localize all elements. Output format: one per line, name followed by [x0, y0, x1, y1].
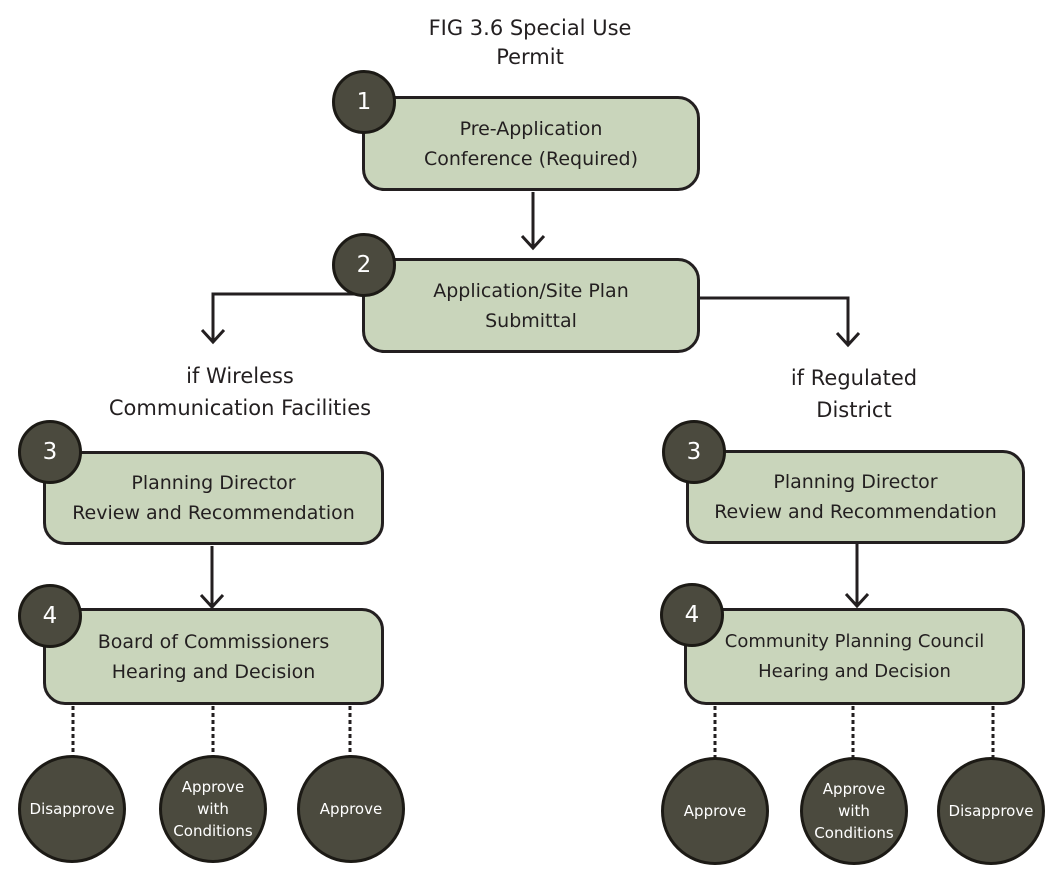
- left-outcome-approve-text: Approve: [319, 800, 383, 818]
- right-outcome-approve-with-conditions: Approve with Conditions: [800, 757, 908, 865]
- left-step-number-4: 4: [18, 584, 82, 648]
- branch-label-wireless: if Wireless Communication Facilities: [108, 364, 372, 420]
- right-outcome-approve-with-conditions-text: Approve with Conditions: [814, 780, 894, 842]
- arrowhead-1-to-2: [520, 234, 546, 251]
- arrow-2-to-left-branch: [211, 292, 362, 340]
- arrowhead-left-3-to-4: [199, 593, 225, 610]
- left-step-number-3: 3: [18, 420, 82, 484]
- right-outcome-disapprove: Disapprove: [937, 757, 1045, 865]
- community-planning-council-hearing-text: Community Planning Council Hearing and D…: [724, 630, 985, 682]
- board-of-commissioners-hearing-box: Board of Commissioners Hearing and Decis…: [43, 608, 384, 705]
- right-outcome-approve: Approve: [661, 757, 769, 865]
- left-planning-director-review-box: Planning Director Review and Recommendat…: [43, 451, 384, 545]
- left-outcome-approve: Approve: [297, 755, 405, 863]
- right-step-number-4: 4: [660, 583, 724, 647]
- arrowhead-2-to-right-branch: [835, 331, 861, 348]
- pre-application-conference-text: Pre-Application Conference (Required): [423, 117, 638, 170]
- step-number-1: 1: [332, 70, 396, 134]
- board-of-commissioners-hearing-text: Board of Commissioners Hearing and Decis…: [97, 630, 330, 683]
- left-outcome-approve-with-conditions-text: Approve with Conditions: [173, 778, 253, 840]
- pre-application-conference-box: Pre-Application Conference (Required): [362, 96, 700, 191]
- branch-label-regulated-district: if Regulated District: [790, 366, 918, 422]
- application-site-plan-submittal-text: Application/Site Plan Submittal: [433, 279, 629, 332]
- left-outcome-disapprove-text: Disapprove: [29, 800, 115, 818]
- application-site-plan-submittal-box: Application/Site Plan Submittal: [362, 258, 700, 353]
- left-outcome-approve-with-conditions: Approve with Conditions: [159, 755, 267, 863]
- arrow-2-to-right-branch: [700, 296, 850, 343]
- community-planning-council-hearing-box: Community Planning Council Hearing and D…: [684, 608, 1025, 705]
- step-number-2: 2: [332, 233, 396, 297]
- arrowhead-right-3-to-4: [844, 592, 870, 609]
- figure-title: FIG 3.6 Special Use Permit: [428, 16, 632, 69]
- right-step-number-3: 3: [662, 420, 726, 484]
- arrowhead-2-to-left-branch: [200, 328, 226, 345]
- right-outcome-disapprove-text: Disapprove: [948, 802, 1034, 820]
- right-outcome-approve-text: Approve: [683, 802, 747, 820]
- left-outcome-disapprove: Disapprove: [18, 755, 126, 863]
- left-planning-director-review-text: Planning Director Review and Recommendat…: [72, 472, 355, 524]
- right-planning-director-review-text: Planning Director Review and Recommendat…: [714, 471, 997, 523]
- right-planning-director-review-box: Planning Director Review and Recommendat…: [686, 450, 1025, 544]
